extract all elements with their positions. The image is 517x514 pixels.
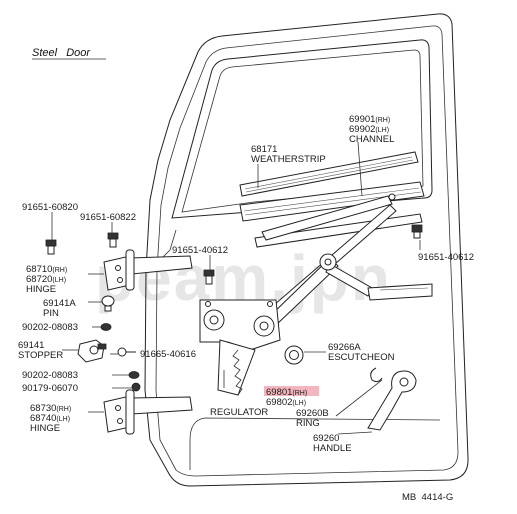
label-91651-60820: 91651-60820 bbox=[22, 202, 78, 213]
label-escutcheon: ESCUTCHEON bbox=[328, 352, 395, 363]
washer-90179-06070 bbox=[131, 382, 141, 392]
weatherstrip-part bbox=[239, 151, 419, 197]
label-69260b: 69260B bbox=[296, 408, 329, 419]
diagram-code: MB 4414-G bbox=[402, 492, 453, 503]
leader-lines bbox=[51, 141, 421, 435]
window-handle-69260 bbox=[367, 370, 417, 431]
upper-hinge-part bbox=[103, 249, 193, 291]
channel-part bbox=[239, 181, 425, 222]
label-weatherstrip: WEATHERSTRIP bbox=[251, 154, 326, 165]
lower-hinge-part bbox=[103, 389, 193, 435]
label-90202-08083-b: 90202-08083 bbox=[22, 370, 78, 381]
label-69141a: 69141A bbox=[43, 298, 76, 309]
label-91665-40616: 91665-40616 bbox=[140, 349, 196, 360]
label-69266a: 69266A bbox=[328, 342, 361, 353]
ring-69260b bbox=[370, 367, 383, 383]
label-69902: 69902(LH) bbox=[349, 124, 389, 135]
label-69901: 69901(RH) bbox=[349, 114, 390, 125]
label-68720: 68720(LH) bbox=[26, 274, 66, 285]
label-69141: 69141 bbox=[18, 340, 44, 351]
bolt-91651-60820 bbox=[45, 239, 57, 255]
bolt-91651-40612-right bbox=[411, 224, 423, 239]
part-labels: 91651-60820 91651-60822 68710(RH) 68720(… bbox=[18, 114, 474, 503]
label-stopper: STOPPER bbox=[18, 350, 63, 361]
label-69801: 69801(RH) bbox=[266, 387, 307, 398]
screw-91665-40616 bbox=[117, 347, 136, 357]
label-ring: RING bbox=[296, 418, 320, 429]
label-hinge-upper: HINGE bbox=[26, 284, 56, 295]
label-68730: 68730(RH) bbox=[30, 403, 71, 414]
label-91651-40612-right: 91651-40612 bbox=[418, 252, 474, 263]
label-hinge-lower: HINGE bbox=[30, 423, 60, 434]
label-69801-highlight bbox=[264, 386, 319, 396]
label-68710: 68710(RH) bbox=[26, 264, 67, 275]
bolt-91651-40612-left bbox=[203, 269, 215, 285]
label-91651-60822: 91651-60822 bbox=[80, 212, 136, 223]
label-channel: CHANNEL bbox=[349, 134, 394, 145]
bolt-91651-60822 bbox=[107, 232, 119, 248]
label-69802: 69802(LH) bbox=[266, 397, 306, 408]
nut-90202-08083-a bbox=[100, 323, 112, 331]
label-69260: 69260 bbox=[313, 433, 339, 444]
door-panel bbox=[144, 13, 469, 487]
label-90202-08083-a: 90202-08083 bbox=[22, 322, 78, 333]
escutcheon-69266a bbox=[284, 345, 304, 365]
nut-90202-08083-b bbox=[128, 371, 140, 379]
label-68171: 68171 bbox=[251, 144, 277, 155]
window-regulator-part bbox=[199, 195, 433, 396]
label-handle: HANDLE bbox=[313, 443, 352, 454]
diagram-title: Steel Door bbox=[32, 47, 91, 59]
label-90179-06070: 90179-06070 bbox=[22, 383, 78, 394]
label-68740: 68740(LH) bbox=[30, 413, 70, 424]
stopper-69141 bbox=[77, 339, 107, 363]
label-pin: PIN bbox=[43, 308, 59, 319]
label-91651-40612-left: 91651-40612 bbox=[172, 245, 228, 256]
label-regulator: REGULATOR bbox=[210, 407, 268, 418]
pin-69141a bbox=[101, 295, 115, 312]
